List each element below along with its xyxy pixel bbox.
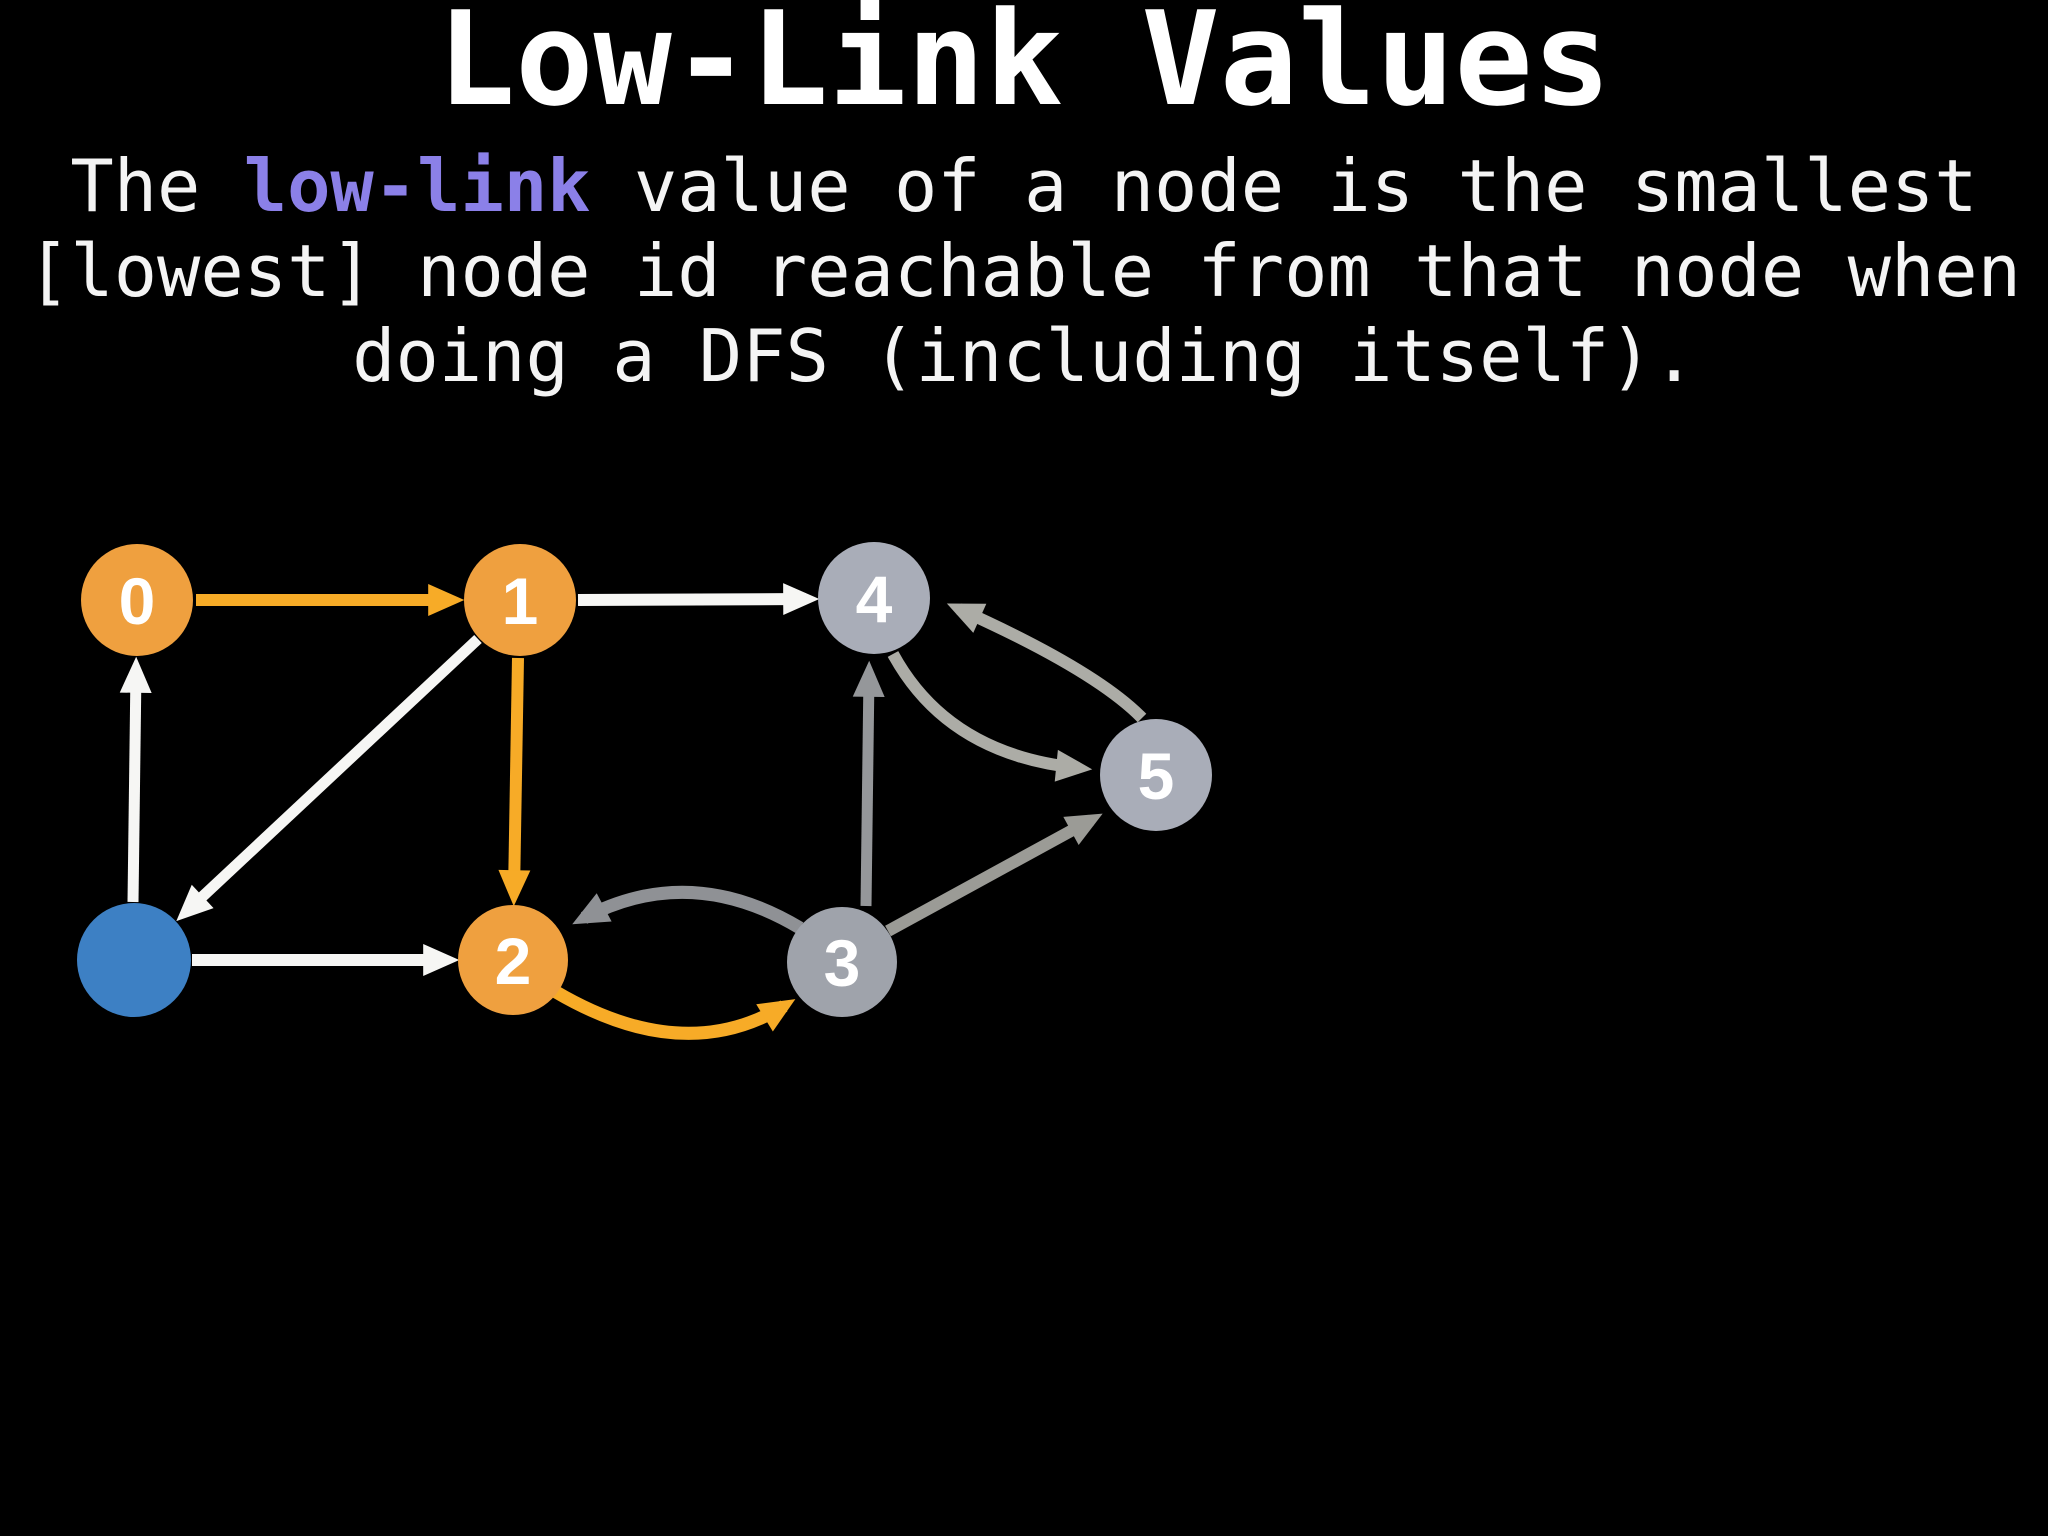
node-5 (1100, 719, 1212, 831)
subtitle-text: The (70, 144, 244, 228)
node-blue (77, 903, 191, 1017)
node-0 (81, 544, 193, 656)
subtitle: The low-link value of a node is the smal… (0, 144, 2048, 399)
node-2 (458, 905, 568, 1015)
subtitle-text: [lowest] node id reachable from that nod… (27, 229, 2021, 313)
edge-2-to-3 (552, 986, 796, 1040)
edge-1-to-4 (577, 583, 820, 616)
subtitle-line: The low-link value of a node is the smal… (0, 144, 2048, 229)
edge-4-to-5 (887, 651, 1093, 782)
edge-3-to-5 (885, 813, 1103, 937)
subtitle-text: doing a DFS (including itself). (352, 314, 1696, 398)
edge-1-to-2 (498, 657, 531, 907)
page-title: Low-Link Values (437, 0, 1611, 135)
node-5-label: 5 (1138, 739, 1175, 813)
node-3 (787, 907, 897, 1017)
node-2-label: 2 (495, 924, 532, 998)
subtitle-line: doing a DFS (including itself). (0, 314, 2048, 399)
subtitle-highlight: low-link (243, 144, 591, 228)
node-0-label: 0 (119, 564, 156, 638)
edge-5-to-4 (946, 603, 1147, 723)
node-3-label: 3 (824, 926, 861, 1000)
subtitle-text: value of a node is the smallest (590, 144, 1978, 228)
node-1 (464, 544, 576, 656)
edge-1-to-blue (176, 634, 482, 922)
node-4-label: 4 (856, 562, 893, 636)
node-4 (818, 542, 930, 654)
edge-3-to-4 (852, 660, 885, 907)
node-1-label: 1 (502, 564, 539, 638)
subtitle-line: [lowest] node id reachable from that nod… (0, 229, 2048, 314)
edge-blue-to-0 (119, 656, 152, 903)
edge-3-to-2 (572, 885, 804, 934)
